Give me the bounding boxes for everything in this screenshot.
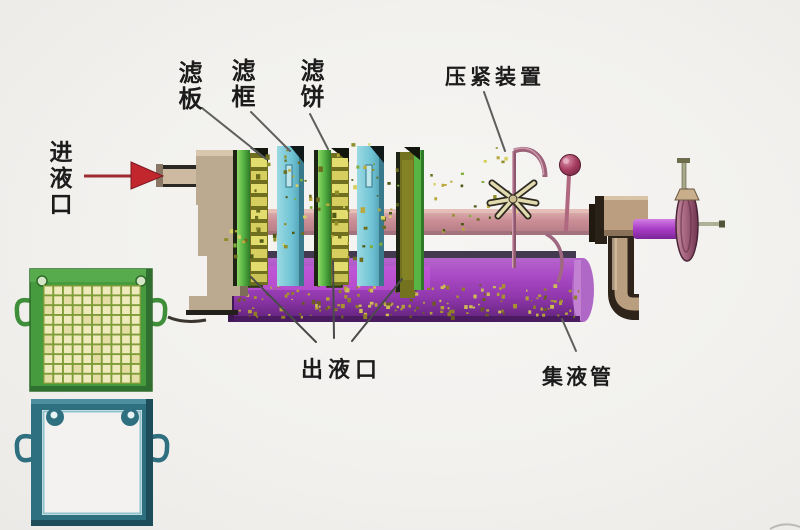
plate-grid-cells <box>44 286 140 383</box>
frame-leader <box>250 111 291 152</box>
frame-handle-left <box>14 433 33 463</box>
press-device-label: 压紧装置 <box>445 65 545 89</box>
filter-frame-2 <box>357 146 384 286</box>
filter-frame-label: 滤框 <box>227 58 255 110</box>
leader-lines <box>201 91 577 352</box>
ratchet-handwheel-icon <box>486 179 540 220</box>
inlet-arrow-icon <box>84 161 165 190</box>
filter-plate-label: 滤板 <box>174 60 202 112</box>
filter-frame-1 <box>277 146 304 286</box>
frame-handle-right <box>151 433 170 463</box>
inset-filter-frame <box>14 399 170 526</box>
inset-filter-plate <box>14 268 168 392</box>
press-device <box>486 147 581 283</box>
plate-handle-right <box>150 297 168 327</box>
collecting-pipe-label: 集液管 <box>542 365 614 389</box>
press-leader <box>483 91 506 152</box>
plate-handle-left <box>14 297 32 327</box>
outlet-leaders <box>250 260 403 343</box>
cake-leader <box>309 113 329 150</box>
end-bracket <box>589 196 648 320</box>
ball-lever <box>559 154 581 232</box>
collector-leader <box>561 318 577 352</box>
plate-leader <box>201 107 267 160</box>
filter-plate-2 <box>314 148 349 286</box>
inlet-label: 进液口 <box>45 140 71 218</box>
cake-crumbs <box>224 227 261 259</box>
filter-cake-label: 滤饼 <box>296 58 324 110</box>
corner-artifact <box>769 523 800 530</box>
screw-handwheel <box>633 158 725 262</box>
cake-ribs-2 <box>332 158 348 282</box>
outlet-label: 出液口 <box>301 358 383 383</box>
filter-plate-3 <box>396 147 424 298</box>
filter-plate-1 <box>233 148 268 286</box>
